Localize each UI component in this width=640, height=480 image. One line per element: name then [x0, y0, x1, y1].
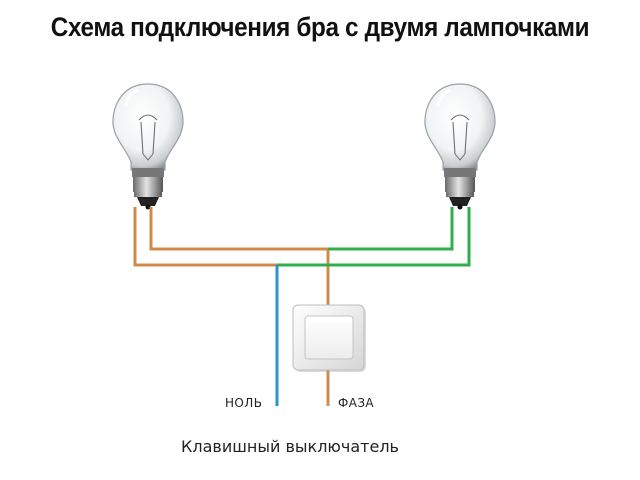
phase-wire-left-bulb-outer	[133, 207, 277, 267]
left-light-bulb-icon	[111, 82, 185, 211]
switched-wire-right-bulb-inner	[328, 207, 454, 251]
right-light-bulb-icon	[423, 82, 497, 211]
switched-wires	[277, 207, 471, 267]
rocker-switch-icon	[292, 304, 366, 372]
phase-wire-left-bulb-inner	[149, 207, 328, 251]
switch-caption: Клавишный выключатель	[181, 437, 399, 456]
switched-wire-right-bulb-outer	[277, 207, 471, 267]
phase-label: ФАЗА	[338, 396, 375, 410]
diagram-title: Схема подключения бра с двумя лампочками	[50, 12, 590, 42]
neutral-label: НОЛЬ	[225, 396, 263, 410]
